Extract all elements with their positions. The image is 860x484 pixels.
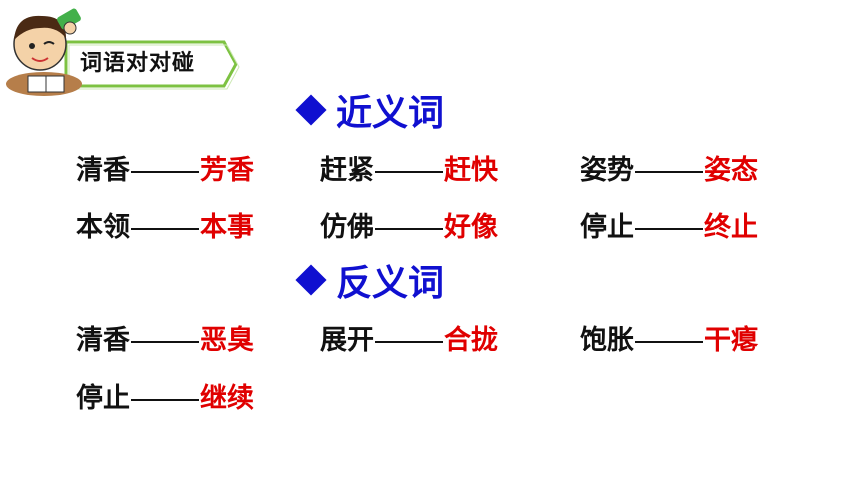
answer: 本事 — [200, 212, 254, 243]
answer: 恶臭 — [200, 325, 254, 356]
dash — [375, 170, 443, 173]
synonym-pair: 本领 本事 — [76, 208, 254, 248]
synonym-pair: 清香 芳香 — [76, 151, 254, 191]
cartoon-kid-reading-icon — [6, 8, 82, 96]
diamond-bullet-icon — [295, 264, 327, 296]
answer: 干瘪 — [704, 325, 758, 356]
dash — [131, 227, 199, 230]
antonym-pair: 停止 继续 — [76, 379, 254, 419]
antonym-pair: 展开 合拢 — [320, 321, 498, 361]
title-badge: 词语对对碰 — [62, 38, 240, 90]
dash — [635, 170, 703, 173]
answer: 合拢 — [444, 325, 498, 356]
answer: 好像 — [444, 212, 498, 243]
answer: 终止 — [704, 212, 758, 243]
word: 赶紧 — [320, 155, 374, 186]
antonym-pair: 清香 恶臭 — [76, 321, 254, 361]
diamond-bullet-icon — [295, 94, 327, 126]
word: 本领 — [76, 212, 130, 243]
word: 清香 — [76, 155, 130, 186]
synonym-pair: 停止 终止 — [580, 208, 758, 248]
word: 停止 — [76, 383, 130, 414]
dash — [131, 340, 199, 343]
synonym-pair: 赶紧 赶快 — [320, 151, 498, 191]
dash — [131, 170, 199, 173]
dash — [375, 227, 443, 230]
synonym-pair: 仿佛 好像 — [320, 208, 498, 248]
badge-label: 词语对对碰 — [80, 51, 196, 76]
word: 饱胀 — [580, 325, 634, 356]
answer: 姿态 — [704, 155, 758, 186]
antonym-pair: 饱胀 干瘪 — [580, 321, 758, 361]
dash — [131, 398, 199, 401]
word: 姿势 — [580, 155, 634, 186]
synonym-pair: 姿势 姿态 — [580, 151, 758, 191]
answer: 芳香 — [200, 155, 254, 186]
synonyms-heading: 近义词 — [295, 84, 445, 136]
dash — [635, 227, 703, 230]
word: 仿佛 — [320, 212, 374, 243]
word: 清香 — [76, 325, 130, 356]
dash — [635, 340, 703, 343]
word: 停止 — [580, 212, 634, 243]
dash — [375, 340, 443, 343]
antonyms-title: 反义词 — [336, 263, 445, 304]
synonyms-title: 近义词 — [336, 93, 445, 134]
antonyms-heading: 反义词 — [295, 254, 445, 306]
answer: 赶快 — [444, 155, 498, 186]
header-area: 词语对对碰 — [0, 0, 250, 100]
answer: 继续 — [200, 383, 254, 414]
word: 展开 — [320, 325, 374, 356]
